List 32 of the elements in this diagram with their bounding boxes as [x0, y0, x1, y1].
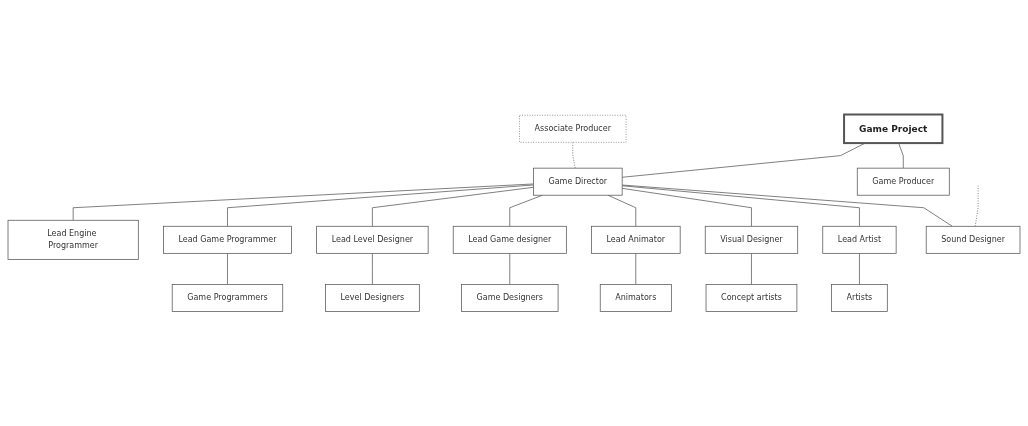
connector [974, 185, 979, 227]
node-box: Game Director [533, 167, 623, 196]
node-box: Lead Artist [822, 225, 897, 254]
node-box: Concept artists [705, 284, 798, 312]
connector [509, 252, 511, 285]
node-box: Lead Game Programmer [163, 225, 292, 254]
connector [227, 184, 534, 227]
connector [621, 185, 860, 227]
connector [898, 142, 904, 169]
connector [621, 184, 953, 227]
node-box: Lead Level Designer [316, 225, 429, 254]
node-box: Game Designers [461, 284, 559, 312]
connector [227, 252, 228, 285]
connector [859, 252, 860, 285]
node-box: Game Project [843, 113, 944, 145]
connector [621, 187, 752, 227]
node-box: Lead Game designer [452, 225, 567, 254]
connector [372, 252, 373, 285]
node-box: Level Designers [325, 284, 420, 312]
connector [635, 252, 637, 285]
node-box: Artists [831, 284, 888, 312]
node-box: Lead Engine Programmer [7, 219, 139, 260]
connector [751, 252, 752, 285]
node-box: Visual Designer [704, 225, 799, 254]
node-box: Game Programmers [171, 284, 284, 312]
node-box: Animators [599, 284, 672, 312]
node-box: Associate Producer [519, 114, 627, 143]
connector [372, 186, 534, 227]
node-box: Lead Animator [591, 225, 681, 254]
node-box: Sound Designer [925, 225, 1021, 254]
node-box: Game Producer [856, 167, 950, 196]
connector [72, 183, 534, 221]
